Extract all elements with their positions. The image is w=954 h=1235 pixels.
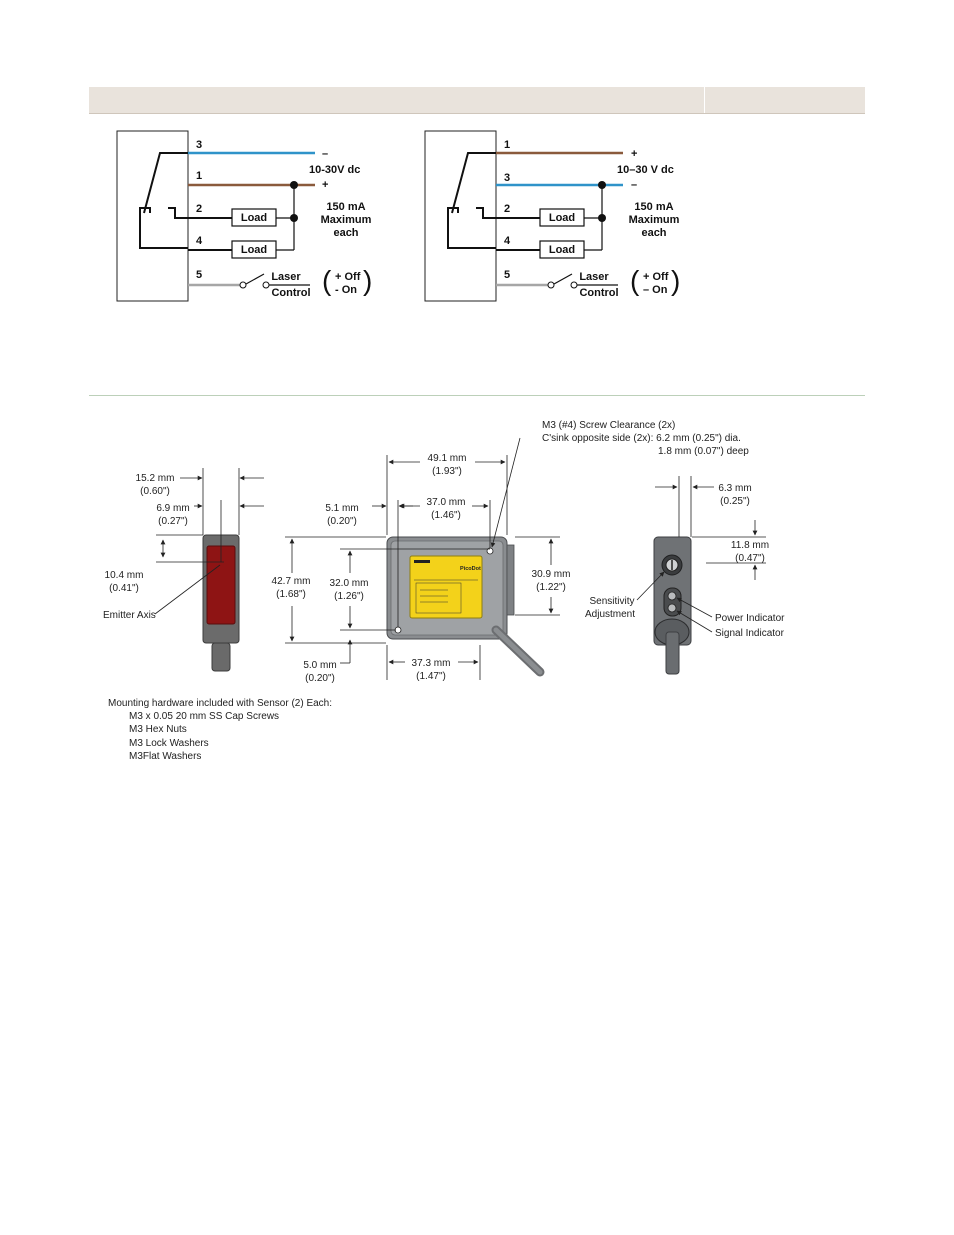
svg-text:each: each [641, 227, 666, 239]
svg-text:42.7 mm: 42.7 mm [272, 576, 311, 587]
svg-text:(1.93"): (1.93") [432, 466, 462, 477]
section-header-divider [704, 87, 705, 113]
svg-text:2: 2 [504, 203, 510, 215]
svg-text:3: 3 [196, 139, 202, 151]
front-view-drawing: 15.2 mm (0.60") 6.9 mm (0.27") 10.4 mm (… [103, 468, 264, 672]
mounting-title: Mounting hardware included with Sensor (… [108, 698, 333, 709]
svg-text:Sensitivity: Sensitivity [589, 596, 634, 607]
svg-text:5.0 mm: 5.0 mm [303, 660, 336, 671]
svg-text:Signal Indicator: Signal Indicator [715, 628, 785, 639]
svg-text:C'sink opposite side (2x): 6.2: C'sink opposite side (2x): 6.2 mm (0.25"… [542, 433, 741, 444]
svg-text:10-30V dc: 10-30V dc [309, 164, 360, 176]
svg-text:5: 5 [504, 269, 510, 281]
svg-text:Power Indicator: Power Indicator [715, 613, 785, 624]
svg-text:37.3 mm: 37.3 mm [412, 658, 451, 669]
svg-text:10.4 mm: 10.4 mm [105, 570, 144, 581]
svg-text:–: – [322, 148, 328, 160]
svg-text:(0.47"): (0.47") [735, 553, 765, 564]
svg-text:Load: Load [241, 212, 267, 224]
svg-text:- On: - On [335, 284, 357, 296]
svg-text:(0.27"): (0.27") [158, 516, 188, 527]
svg-text:each: each [333, 227, 358, 239]
svg-text:Emitter Axis: Emitter Axis [103, 610, 156, 621]
product-label [409, 555, 483, 619]
svg-text:–: – [631, 179, 637, 191]
svg-text:– On: – On [643, 284, 668, 296]
svg-text:15.2 mm: 15.2 mm [136, 473, 175, 484]
svg-text:(1.47"): (1.47") [416, 671, 446, 682]
svg-text:): ) [671, 265, 680, 296]
svg-text:150 mA: 150 mA [634, 201, 673, 213]
svg-text:1: 1 [196, 170, 202, 182]
svg-text:(0.20"): (0.20") [327, 516, 357, 527]
svg-text:+ Off: + Off [643, 271, 669, 283]
svg-text:(1.68"): (1.68") [276, 589, 306, 600]
svg-text:PicoDot: PicoDot [460, 566, 481, 572]
svg-text:): ) [363, 265, 372, 296]
svg-text:2: 2 [196, 203, 202, 215]
svg-text:Laser: Laser [271, 271, 301, 283]
back-view-drawing: 6.3 mm (0.25") 11.8 mm (0.47") Sensitivi… [585, 476, 785, 675]
mounting-hardware-note: Mounting hardware included with Sensor (… [108, 697, 332, 763]
svg-text:11.8 mm: 11.8 mm [731, 540, 769, 551]
svg-text:+: + [631, 148, 637, 160]
svg-text:Control: Control [271, 287, 310, 299]
svg-text:Maximum: Maximum [321, 214, 372, 226]
svg-text:(0.41"): (0.41") [109, 583, 139, 594]
svg-text:37.0 mm: 37.0 mm [427, 497, 466, 508]
wiring-diagram-pnp: Load Load Laser Control ( + Off – On ) 1… [424, 130, 680, 302]
svg-text:4: 4 [196, 235, 203, 247]
side-view-drawing: PicoDot M3 (#4) Screw Clearance (2x) C's… [272, 420, 750, 684]
wiring-diagram-npn: Load Load Laser Control ( + Off - On ) 3… [116, 130, 372, 302]
svg-text:4: 4 [504, 235, 511, 247]
svg-text:10–30 V dc: 10–30 V dc [617, 164, 674, 176]
svg-text:Laser: Laser [579, 271, 609, 283]
svg-text:1.8 mm (0.07") deep: 1.8 mm (0.07") deep [658, 446, 749, 457]
svg-text:Load: Load [549, 212, 575, 224]
svg-text:3: 3 [504, 172, 510, 184]
svg-text:5: 5 [196, 269, 202, 281]
svg-text:6.3 mm: 6.3 mm [718, 483, 751, 494]
mounting-item: M3 x 0.05 20 mm SS Cap Screws [129, 711, 280, 723]
svg-text:30.9 mm: 30.9 mm [532, 569, 571, 580]
svg-text:(0.20"): (0.20") [305, 673, 335, 684]
mounting-item: M3Flat Washers [129, 750, 202, 762]
svg-text:150 mA: 150 mA [326, 201, 365, 213]
svg-text:(0.25"): (0.25") [720, 496, 750, 507]
svg-text:Load: Load [241, 244, 267, 256]
svg-text:49.1 mm: 49.1 mm [428, 453, 467, 464]
mounting-item: M3 Hex Nuts [129, 724, 187, 736]
svg-text:+ Off: + Off [335, 271, 361, 283]
svg-text:Maximum: Maximum [629, 214, 680, 226]
svg-text:Control: Control [579, 287, 618, 299]
svg-text:(0.60"): (0.60") [140, 486, 170, 497]
svg-text:Adjustment: Adjustment [585, 609, 635, 620]
mounting-item: M3 Lock Washers [129, 737, 209, 749]
svg-text:32.0 mm: 32.0 mm [330, 578, 369, 589]
section-header-band [89, 87, 865, 114]
svg-text:(: ( [630, 265, 640, 296]
svg-text:(1.26"): (1.26") [334, 591, 364, 602]
svg-text:(1.46"): (1.46") [431, 510, 461, 521]
svg-text:5.1 mm: 5.1 mm [325, 503, 358, 514]
svg-text:+: + [322, 179, 328, 191]
svg-text:1: 1 [504, 139, 510, 151]
svg-text:M3 (#4) Screw Clearance (2x): M3 (#4) Screw Clearance (2x) [542, 420, 675, 431]
section-divider [89, 395, 865, 396]
svg-text:(1.22"): (1.22") [536, 582, 566, 593]
svg-text:(: ( [322, 265, 332, 296]
svg-text:6.9 mm: 6.9 mm [156, 503, 189, 514]
svg-text:Load: Load [549, 244, 575, 256]
